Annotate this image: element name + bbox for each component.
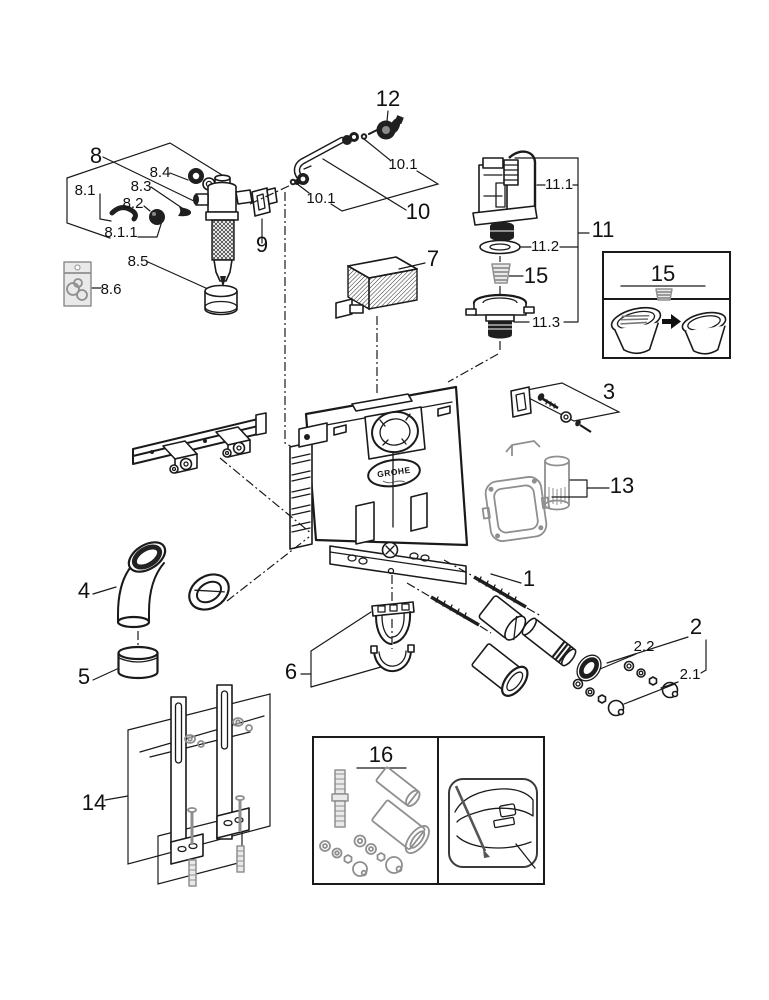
- rail-right: [216, 684, 250, 840]
- callout-4: 4: [78, 578, 90, 603]
- supply-pipe-group: [289, 110, 440, 212]
- filling-valve-group: [63, 142, 310, 448]
- pipe-sleeve: [478, 595, 527, 641]
- callout-3: 3: [603, 379, 615, 404]
- connection-boot: [471, 643, 529, 697]
- wall-rails-group: [104, 684, 271, 887]
- valve-seat-11-3: [465, 293, 535, 339]
- basket-icon: [655, 288, 673, 301]
- callout-7: 7: [427, 246, 439, 271]
- callout-8-6: 8.6: [101, 281, 122, 298]
- callout-10: 10: [406, 199, 430, 224]
- flush-bend-group: [92, 536, 310, 681]
- callout-5: 5: [78, 664, 90, 689]
- callout-14: 14: [82, 790, 106, 815]
- callout-1: 1: [523, 566, 535, 591]
- grohe-logo-text: GROHE: [376, 465, 411, 480]
- callout-8-5: 8.5: [128, 253, 149, 270]
- flush-pipe-set: [471, 595, 707, 717]
- callout-8: 8: [90, 143, 102, 168]
- bend-gasket: [188, 573, 230, 611]
- callout-8-4: 8.4: [150, 164, 171, 181]
- wall-bracket-set: [510, 382, 621, 433]
- callout-8-2: 8.2: [123, 195, 144, 212]
- callout-6: 6: [285, 659, 297, 684]
- mounting-rail: [132, 412, 313, 535]
- float-basket-15: [491, 263, 511, 284]
- threaded-rods-group: [406, 559, 542, 634]
- threaded-stud: [331, 769, 349, 828]
- valve-bracket-9: [251, 187, 278, 217]
- cistern-tank: GROHE: [289, 385, 469, 585]
- callout-2: 2: [690, 614, 702, 639]
- toilet-before: [610, 306, 662, 355]
- callout-11: 11: [592, 217, 615, 242]
- callout-2-2: 2.2: [634, 638, 655, 655]
- callout-12: 12: [376, 86, 400, 111]
- toilet-after: [681, 311, 727, 355]
- rail-hardware: [184, 717, 253, 887]
- connection-fitting-12: [368, 115, 404, 140]
- callout-2-1: 2.1: [680, 666, 701, 683]
- callout-10-1b: 10.1: [306, 190, 335, 207]
- protection-cup: [505, 440, 570, 511]
- fill-valve-body: [193, 174, 253, 288]
- frame-gasket-group: [481, 440, 610, 542]
- callout-8-1: 8.1: [75, 182, 96, 199]
- inset-box-16: [312, 736, 545, 885]
- set-boot-large: [371, 799, 430, 854]
- grohe-logo: GROHE: [367, 458, 421, 488]
- inset-15-title: 15: [651, 261, 675, 286]
- callout-8-3: 8.3: [131, 178, 152, 195]
- inset-box-15: [602, 251, 731, 359]
- flush-valve-body: [472, 150, 538, 241]
- seal-washer-11-2: [479, 239, 521, 255]
- set-washers: [319, 834, 403, 877]
- callout-8-1-1: 8.1.1: [104, 224, 137, 241]
- callout-10-1a: 10.1: [388, 156, 417, 173]
- inset-16-title: 16: [369, 742, 393, 767]
- pipe-clamp-group: [300, 575, 415, 688]
- cover-cap: [117, 645, 159, 680]
- flush-valve-group: [447, 150, 590, 383]
- spares-bag: [63, 261, 92, 307]
- callout-11-2: 11.2: [531, 238, 559, 255]
- installation-detail: [448, 778, 538, 869]
- callout-11-3: 11.3: [532, 314, 560, 331]
- callout-11-1: 11.1: [545, 176, 573, 193]
- lip-seal: [576, 654, 602, 682]
- rail-left: [170, 696, 204, 865]
- flush-pipe: [521, 617, 577, 667]
- callout-15: 15: [524, 263, 548, 288]
- callout-9: 9: [256, 232, 268, 257]
- arrow-right-icon: [662, 314, 681, 329]
- valve-cup: [204, 284, 238, 316]
- set-pipe-small: [375, 766, 421, 807]
- protection-cover-group: [335, 256, 426, 396]
- callout-13: 13: [610, 473, 634, 498]
